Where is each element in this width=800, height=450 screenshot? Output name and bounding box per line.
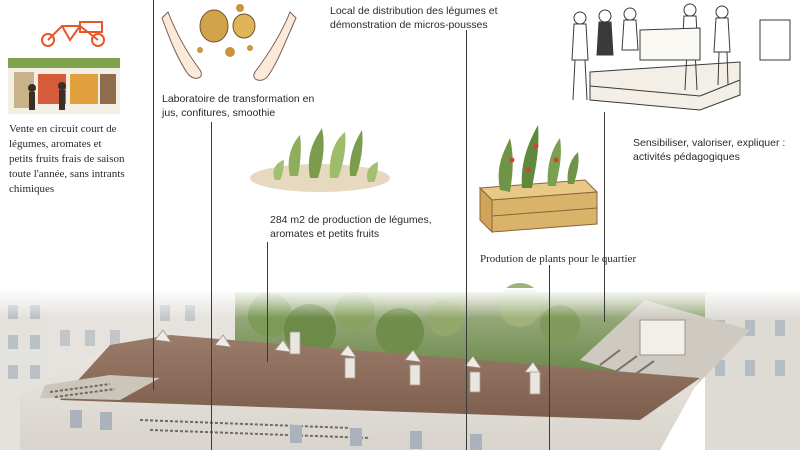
label-production: 284 m2 de production de légumes, aromate… xyxy=(270,214,432,240)
leader-line-sensibiliser xyxy=(604,112,605,322)
planter-crate-illustration xyxy=(478,125,599,234)
cargo-bike-icon xyxy=(41,21,105,47)
label-distribution: Local de distribution des légumes et dém… xyxy=(330,5,498,31)
market-stall-illustration xyxy=(8,21,120,114)
leader-line-distribution xyxy=(466,30,467,450)
label-circuit-court: Vente en circuit court de légumes, aroma… xyxy=(9,123,125,195)
leader-line-plants xyxy=(549,265,550,450)
label-sensibiliser: Sensibiliser, valoriser, expliquer : act… xyxy=(633,137,786,163)
workshop-people-illustration xyxy=(571,3,791,111)
label-laboratoire: Laboratoire de transformation en jus, co… xyxy=(162,93,315,119)
aerial-view xyxy=(0,283,800,450)
label-plants: Prodution de plants pour le quartier xyxy=(480,253,637,265)
leader-line-production xyxy=(267,242,268,362)
hands-fruit-illustration xyxy=(161,4,297,81)
vegetable-plot-illustration xyxy=(250,128,390,192)
leader-line-circuit-court xyxy=(153,0,154,390)
leader-line-laboratoire xyxy=(211,122,212,450)
